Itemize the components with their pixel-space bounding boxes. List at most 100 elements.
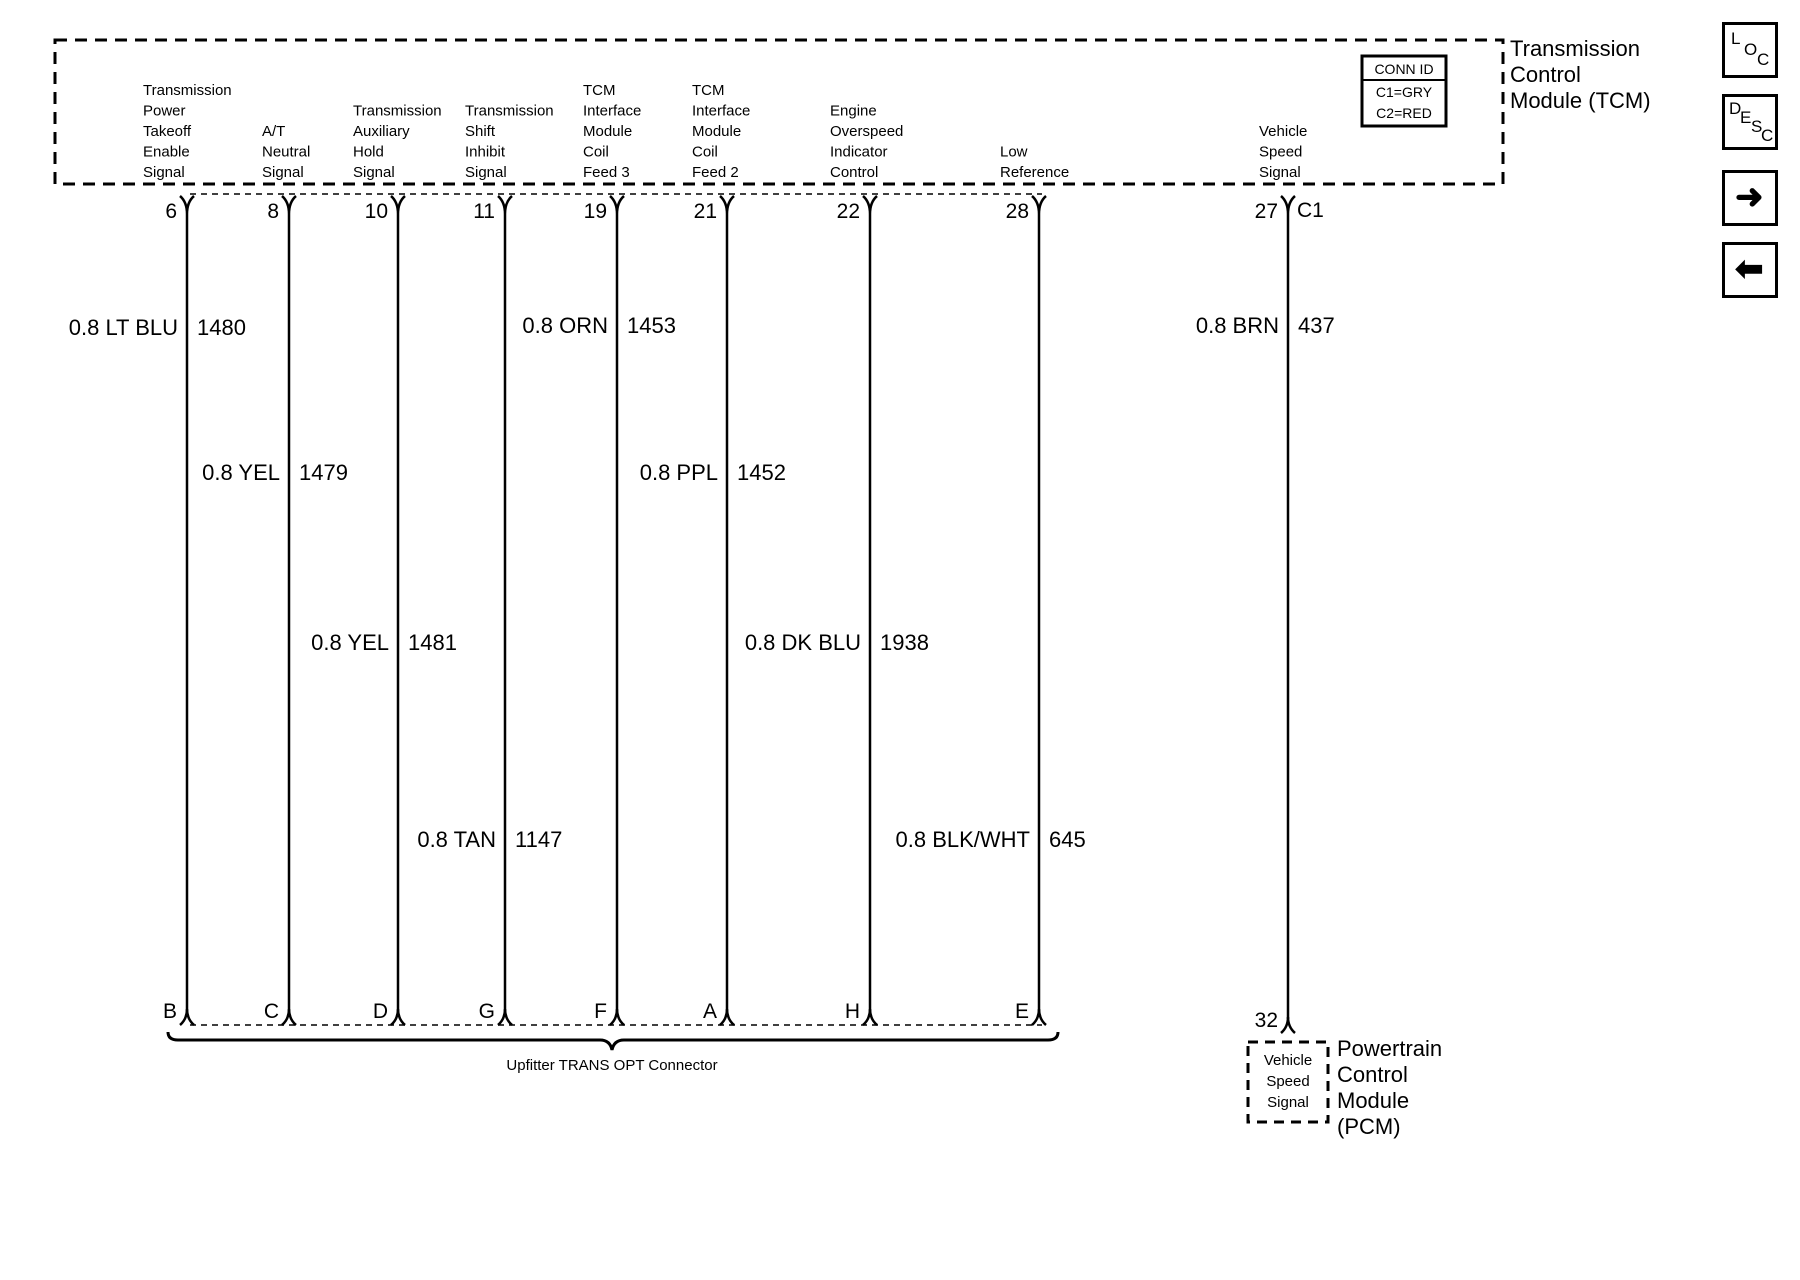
tcm-pin-number: 28 [1006,200,1029,223]
loc-letter-o: O [1744,40,1758,59]
connector-terminal-bottom [1280,1016,1296,1034]
signal-label-line: Inhibit [465,144,506,161]
signal-label-line: Low [1000,144,1028,161]
connector-terminal-bottom [281,1008,297,1026]
loc-letter-c: C [1757,50,1770,69]
end-pin-label: C [264,1000,279,1023]
signal-label-line: Interface [583,103,641,120]
tcm-pin-number: 11 [473,200,495,223]
signal-label-line: Signal [262,164,304,181]
tcm-module-outline [53,38,1505,186]
pcm-signal-line-3: Signal [1267,1094,1309,1111]
signal-label-line: Speed [1259,144,1302,161]
desc-button[interactable]: D E S C [1722,94,1778,150]
signal-label-line: Transmission [353,103,442,120]
pcm-title-line-2: Control [1337,1062,1408,1087]
end-pin-label: H [845,1000,860,1023]
signal-label-line: Signal [353,164,395,181]
signal-label-line: Transmission [143,82,232,99]
circuit-number: 1452 [737,460,786,485]
tcm-title-line-2: Control [1510,62,1581,87]
end-pin-label: 32 [1255,1009,1278,1032]
wire-gauge-color: 0.8 YEL [202,460,280,485]
connector-terminal-top [862,195,878,215]
wire-gauge-color: 0.8 BLK/WHT [896,827,1030,852]
arrow-left-icon: ⬅ [1735,250,1764,288]
connector-terminal-top [1031,195,1047,215]
signal-label-line: Module [692,123,741,140]
desc-letter-c: C [1761,126,1774,145]
connector-terminal-bottom [390,1008,406,1026]
upfitter-connector-label: Upfitter TRANS OPT Connector [506,1057,717,1074]
connector-terminal-top [179,195,195,215]
wire-gauge-color: 0.8 PPL [640,460,718,485]
wire-gauge-color: 0.8 YEL [311,630,389,655]
connector-terminal-top [281,195,297,215]
pcm-signal-line-1: Vehicle [1264,1052,1312,1069]
pcm-title-line-1: Powertrain [1337,1036,1442,1061]
conn-id-line-1: C1=GRY [1376,84,1433,100]
signal-label-line: Coil [692,144,718,161]
circuit-number: 437 [1298,313,1335,338]
wire-gauge-color: 0.8 DK BLU [745,630,861,655]
signal-label-line: Control [830,164,878,181]
next-page-button[interactable]: ➜ [1722,170,1778,226]
desc-letter-s: S [1751,117,1763,136]
tcm-title-line-1: Transmission [1510,36,1640,61]
wire-gauge-color: 0.8 BRN [1196,313,1279,338]
signal-label-line: Overspeed [830,123,903,140]
signal-label-line: TCM [692,82,725,99]
desc-letter-e: E [1740,108,1752,127]
connector-terminal-top [1280,195,1296,215]
signal-label-line: Auxiliary [353,123,410,140]
circuit-number: 1479 [299,460,348,485]
tcm-pin-number: 10 [365,200,388,223]
signal-label-line: A/T [262,123,285,140]
signal-label-line: Signal [1259,164,1301,181]
signal-label-line: Indicator [830,144,888,161]
tcm-pin-number: 21 [694,200,717,223]
signal-label-line: Signal [465,164,507,181]
previous-page-button[interactable]: ⬅ [1722,242,1778,298]
connector-terminal-bottom [862,1008,878,1026]
circuit-number: 1453 [627,313,676,338]
signal-label-line: Signal [143,164,185,181]
end-pin-label: E [1015,1000,1029,1023]
signal-label-line: Hold [353,144,384,161]
connector-terminal-bottom [1031,1008,1047,1026]
circuit-number: 1481 [408,630,457,655]
tcm-pin-number: 6 [165,200,177,223]
signal-label-line: Takeoff [143,123,192,140]
signal-label-line: Shift [465,123,496,140]
tcm-pin-number: 27 [1255,200,1278,223]
signal-label-line: Reference [1000,164,1069,181]
circuits-layer: TransmissionPowerTakeoffEnableSignal60.8… [69,82,1335,1034]
tcm-connector-id: C1 [1297,199,1324,222]
tcm-pin-number: 19 [584,200,607,223]
conn-id-header: CONN ID [1374,61,1433,77]
circuit-number: 1480 [197,315,246,340]
pcm-signal-line-2: Speed [1266,1073,1309,1090]
pcm-title-line-4: (PCM) [1337,1114,1401,1139]
upfitter-connector-brace [166,1031,1060,1051]
connector-terminal-bottom [609,1008,625,1026]
conn-id-line-2: C2=RED [1376,105,1432,121]
circuit-number: 1938 [880,630,929,655]
signal-label-line: Module [583,123,632,140]
signal-label-line: Feed 3 [583,164,630,181]
connector-terminal-top [609,195,625,215]
signal-label-line: Transmission [465,103,554,120]
signal-label-line: Enable [143,144,190,161]
circuit-number: 1147 [515,827,562,852]
end-pin-label: F [594,1000,607,1023]
pcm-module-outline [1246,1040,1330,1124]
loc-button[interactable]: L O C [1722,22,1778,78]
tcm-pin-number: 8 [267,200,279,223]
wire-gauge-color: 0.8 ORN [522,313,608,338]
